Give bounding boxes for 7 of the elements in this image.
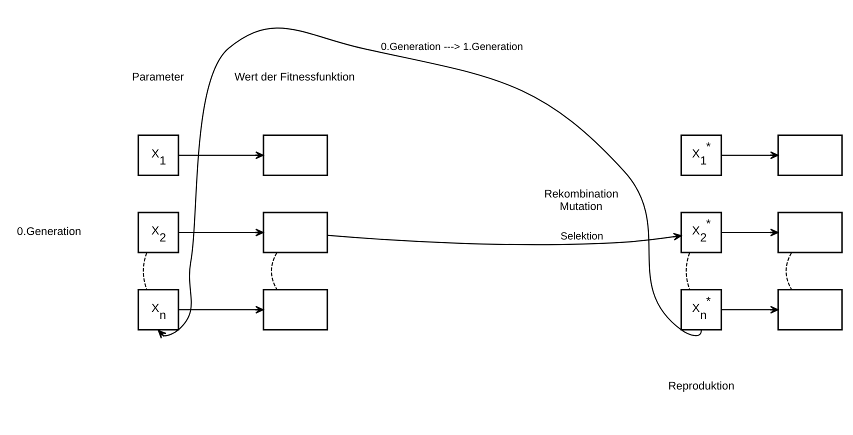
label: Wert der Fitnessfunktion <box>234 72 355 84</box>
edge-label: 0.Generation ---> 1.Generation <box>380 42 523 53</box>
label: Parameter <box>132 72 184 84</box>
label: Reproduktion <box>668 380 734 393</box>
label: Rekombination Mutation <box>544 188 618 214</box>
label: 0.Generation <box>16 226 82 238</box>
edge-label: Selektion <box>560 231 604 242</box>
